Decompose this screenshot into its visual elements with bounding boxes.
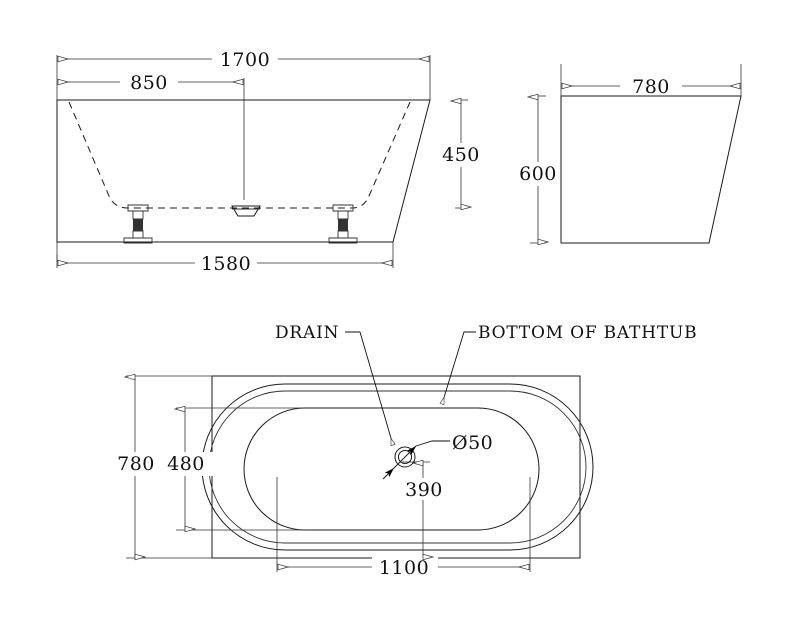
front-tub-inner-profile xyxy=(68,101,411,209)
plan-inner-basin xyxy=(243,407,540,531)
dimension-390: 390 xyxy=(398,463,452,557)
side-elevation-view: 780 600 xyxy=(509,64,742,244)
drain-diameter-leader: Ø50 xyxy=(382,430,508,480)
dim-label-450: 450 xyxy=(442,144,480,166)
plan-rim-offset xyxy=(208,390,587,544)
plan-outer-rectangle xyxy=(211,375,581,559)
dim-label-850: 850 xyxy=(130,72,168,94)
dimension-1100: 1100 xyxy=(278,556,529,579)
dim-label-780-plan: 780 xyxy=(117,453,155,475)
side-tub-outline xyxy=(560,95,742,244)
bottom-of-bathtub-label-text: BOTTOM OF BATHTUB xyxy=(478,323,697,343)
dimension-450: 450 xyxy=(432,101,490,207)
front-elevation-view: 1700 850 450 1580 xyxy=(56,47,490,275)
dim-label-780-side: 780 xyxy=(632,76,670,98)
front-extension-lines xyxy=(56,55,468,268)
dimension-1700: 1700 xyxy=(58,47,429,71)
front-drain xyxy=(231,205,261,217)
front-tub-outline xyxy=(56,99,431,243)
front-foot-right xyxy=(328,204,358,244)
dimension-780-side: 780 xyxy=(562,74,740,98)
annotation-bottom-of-bathtub: BOTTOM OF BATHTUB xyxy=(442,323,697,404)
dim-label-480: 480 xyxy=(167,453,205,475)
dim-label-600: 600 xyxy=(519,163,557,185)
dimension-480: 480 xyxy=(156,409,214,529)
dimension-600: 600 xyxy=(509,97,567,242)
annotation-drain: DRAIN xyxy=(275,323,393,445)
plan-top-view: 780 480 1100 390 xyxy=(106,323,697,579)
dim-label-1580: 1580 xyxy=(201,253,251,275)
front-foot-left xyxy=(123,204,153,244)
dim-label-1100: 1100 xyxy=(379,557,429,579)
dimension-850: 850 xyxy=(58,70,243,94)
dimension-1580: 1580 xyxy=(58,252,392,275)
dim-label-1700: 1700 xyxy=(220,49,270,71)
dim-label-390: 390 xyxy=(405,479,443,501)
plan-outer-rim xyxy=(201,383,594,551)
dim-label-d50: Ø50 xyxy=(452,432,493,454)
drain-label-text: DRAIN xyxy=(275,323,339,343)
